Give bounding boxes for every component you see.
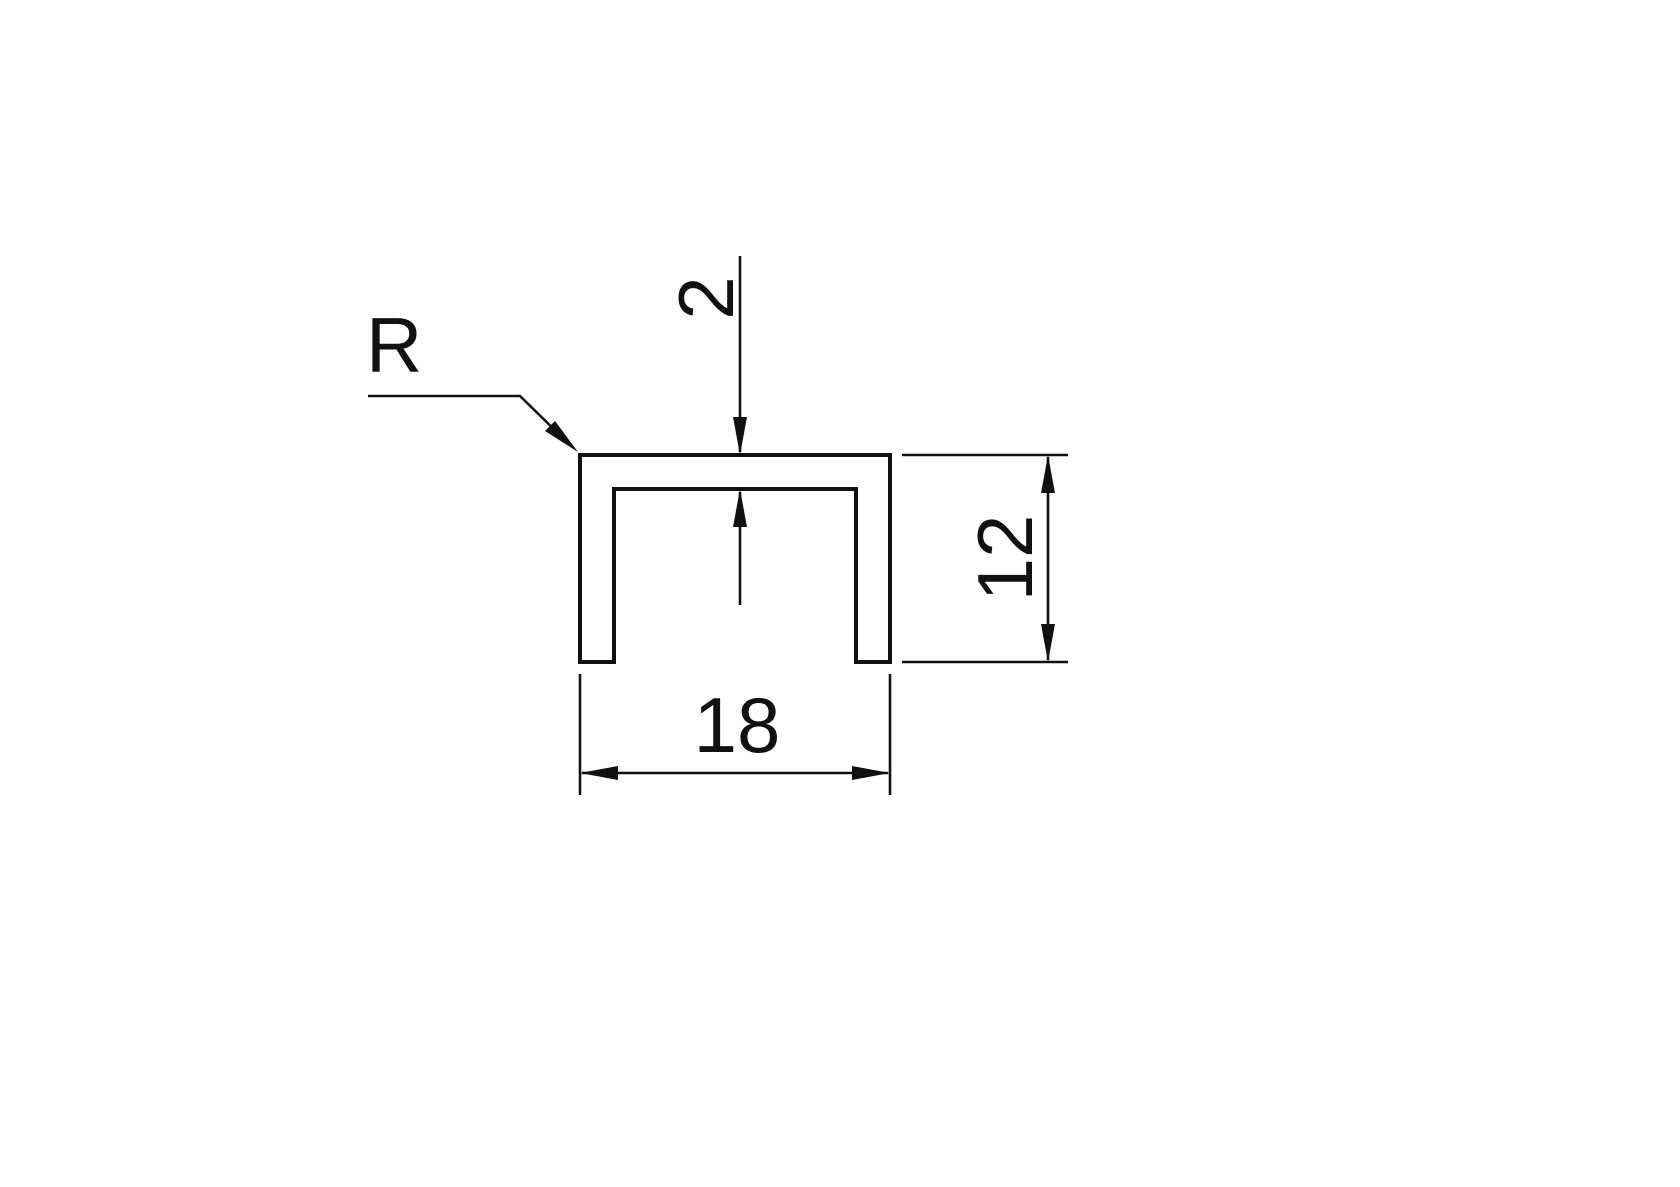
radius-leader-line	[368, 394, 567, 442]
thickness-arrowhead-down	[733, 417, 747, 455]
thickness-arrowhead-up	[733, 489, 747, 527]
radius-label: R	[366, 301, 422, 389]
width-value: 18	[694, 681, 781, 769]
thickness-value: 2	[662, 276, 750, 319]
height-arrowhead-up	[1041, 455, 1055, 493]
radius-arrowhead	[545, 421, 578, 452]
height-dimension: 12	[902, 453, 1068, 664]
channel-profile-outline	[578, 453, 892, 664]
width-dimension: 18	[578, 674, 892, 795]
height-arrowhead-down	[1041, 624, 1055, 662]
radius-leader: R	[366, 301, 578, 452]
height-value: 12	[961, 515, 1049, 602]
width-arrowhead-right	[852, 766, 890, 780]
thickness-dimension: 2	[662, 256, 750, 605]
width-arrowhead-left	[580, 766, 618, 780]
